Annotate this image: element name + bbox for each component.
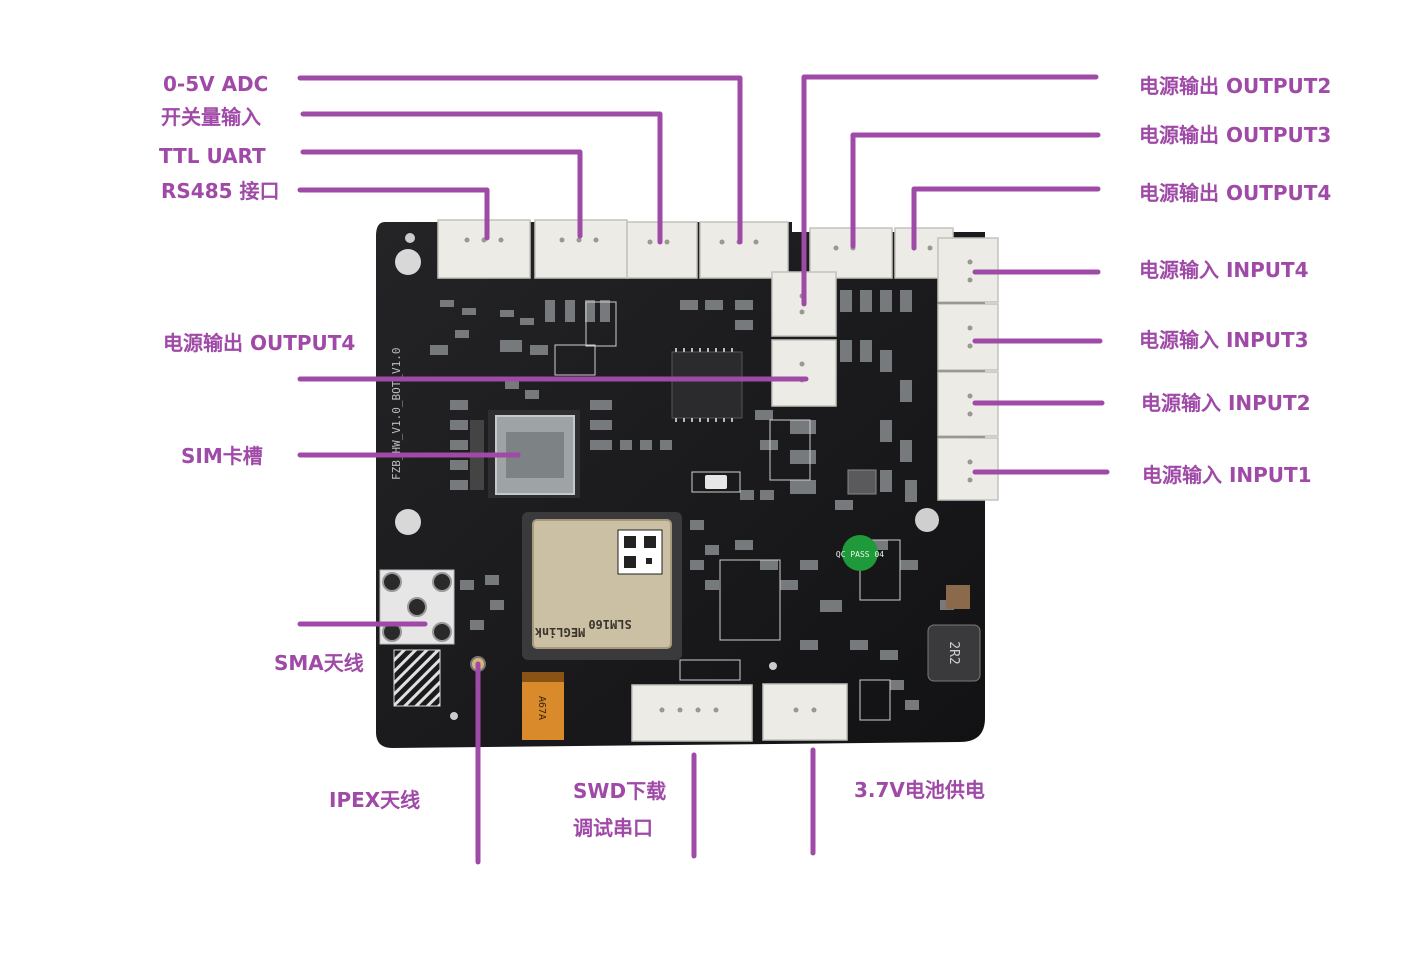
line-ttl-uart	[300, 149, 583, 239]
swd-connector	[631, 684, 753, 742]
label-output3: 电源输出 OUTPUT3	[1139, 123, 1332, 147]
rs485-connector	[699, 221, 789, 279]
label-sma-antenna: SMA天线	[274, 651, 364, 675]
inductors: 2R2	[847, 469, 981, 682]
capacitor-mark-text: A67A	[536, 696, 547, 720]
callout-lines	[297, 74, 1110, 865]
label-battery: 3.7V电池供电	[854, 778, 985, 802]
label-output4-left: 电源输出 OUTPUT4	[163, 331, 356, 355]
label-rs485: RS485 接口	[161, 179, 280, 203]
line-adc	[297, 75, 743, 245]
cellular-module: SLM160 MEGLink	[522, 512, 682, 660]
module-brand-text: MEGLink	[534, 625, 585, 639]
sma-pad	[379, 569, 486, 707]
label-adc: 0-5V ADC	[163, 72, 269, 96]
mounting-hole	[395, 249, 421, 275]
adc-connector	[437, 219, 531, 279]
input1-connector	[937, 437, 999, 501]
label-output2: 电源输出 OUTPUT2	[1139, 74, 1332, 98]
label-debug-serial: 调试串口	[573, 816, 653, 840]
line-output3	[850, 132, 1101, 249]
output4-left-connector	[771, 339, 837, 407]
inductor-mark-text: 2R2	[946, 641, 961, 664]
label-input4: 电源输入 INPUT4	[1139, 258, 1309, 282]
reset-button	[705, 475, 727, 489]
label-sim-slot: SIM卡槽	[181, 444, 263, 468]
smd-components	[430, 290, 954, 710]
label-ipex-antenna: IPEX天线	[329, 788, 421, 812]
qc-badge: QC PASS 04	[836, 535, 884, 571]
line-switch-input	[300, 111, 663, 245]
mcu-chip	[671, 348, 743, 493]
tantalum-capacitor: A67A	[522, 672, 564, 740]
battery-connector	[762, 683, 848, 741]
label-input2: 电源输入 INPUT2	[1141, 391, 1311, 415]
label-switch-input: 开关量输入	[161, 105, 261, 129]
board-silkscreen-text: FZB_HW_V1.0_BOT_V1.0	[390, 348, 403, 480]
line-output4-right	[911, 186, 1101, 251]
silkscreen-marks	[554, 301, 901, 721]
line-rs485	[297, 187, 490, 241]
line-output2	[801, 74, 1099, 307]
qc-badge-text: QC PASS 04	[836, 550, 884, 559]
input3-connector	[937, 303, 999, 371]
label-input1: 电源输入 INPUT1	[1142, 463, 1312, 487]
label-input3: 电源输入 INPUT3	[1139, 328, 1309, 352]
label-swd-download: SWD下载	[573, 779, 667, 803]
label-ttl-uart: TTL UART	[159, 144, 266, 168]
label-output4-right: 电源输出 OUTPUT4	[1139, 181, 1332, 205]
mounting-hole	[395, 509, 421, 535]
connectors	[437, 219, 999, 742]
mounting-hole	[915, 508, 939, 532]
module-name-text: SLM160	[588, 617, 631, 631]
